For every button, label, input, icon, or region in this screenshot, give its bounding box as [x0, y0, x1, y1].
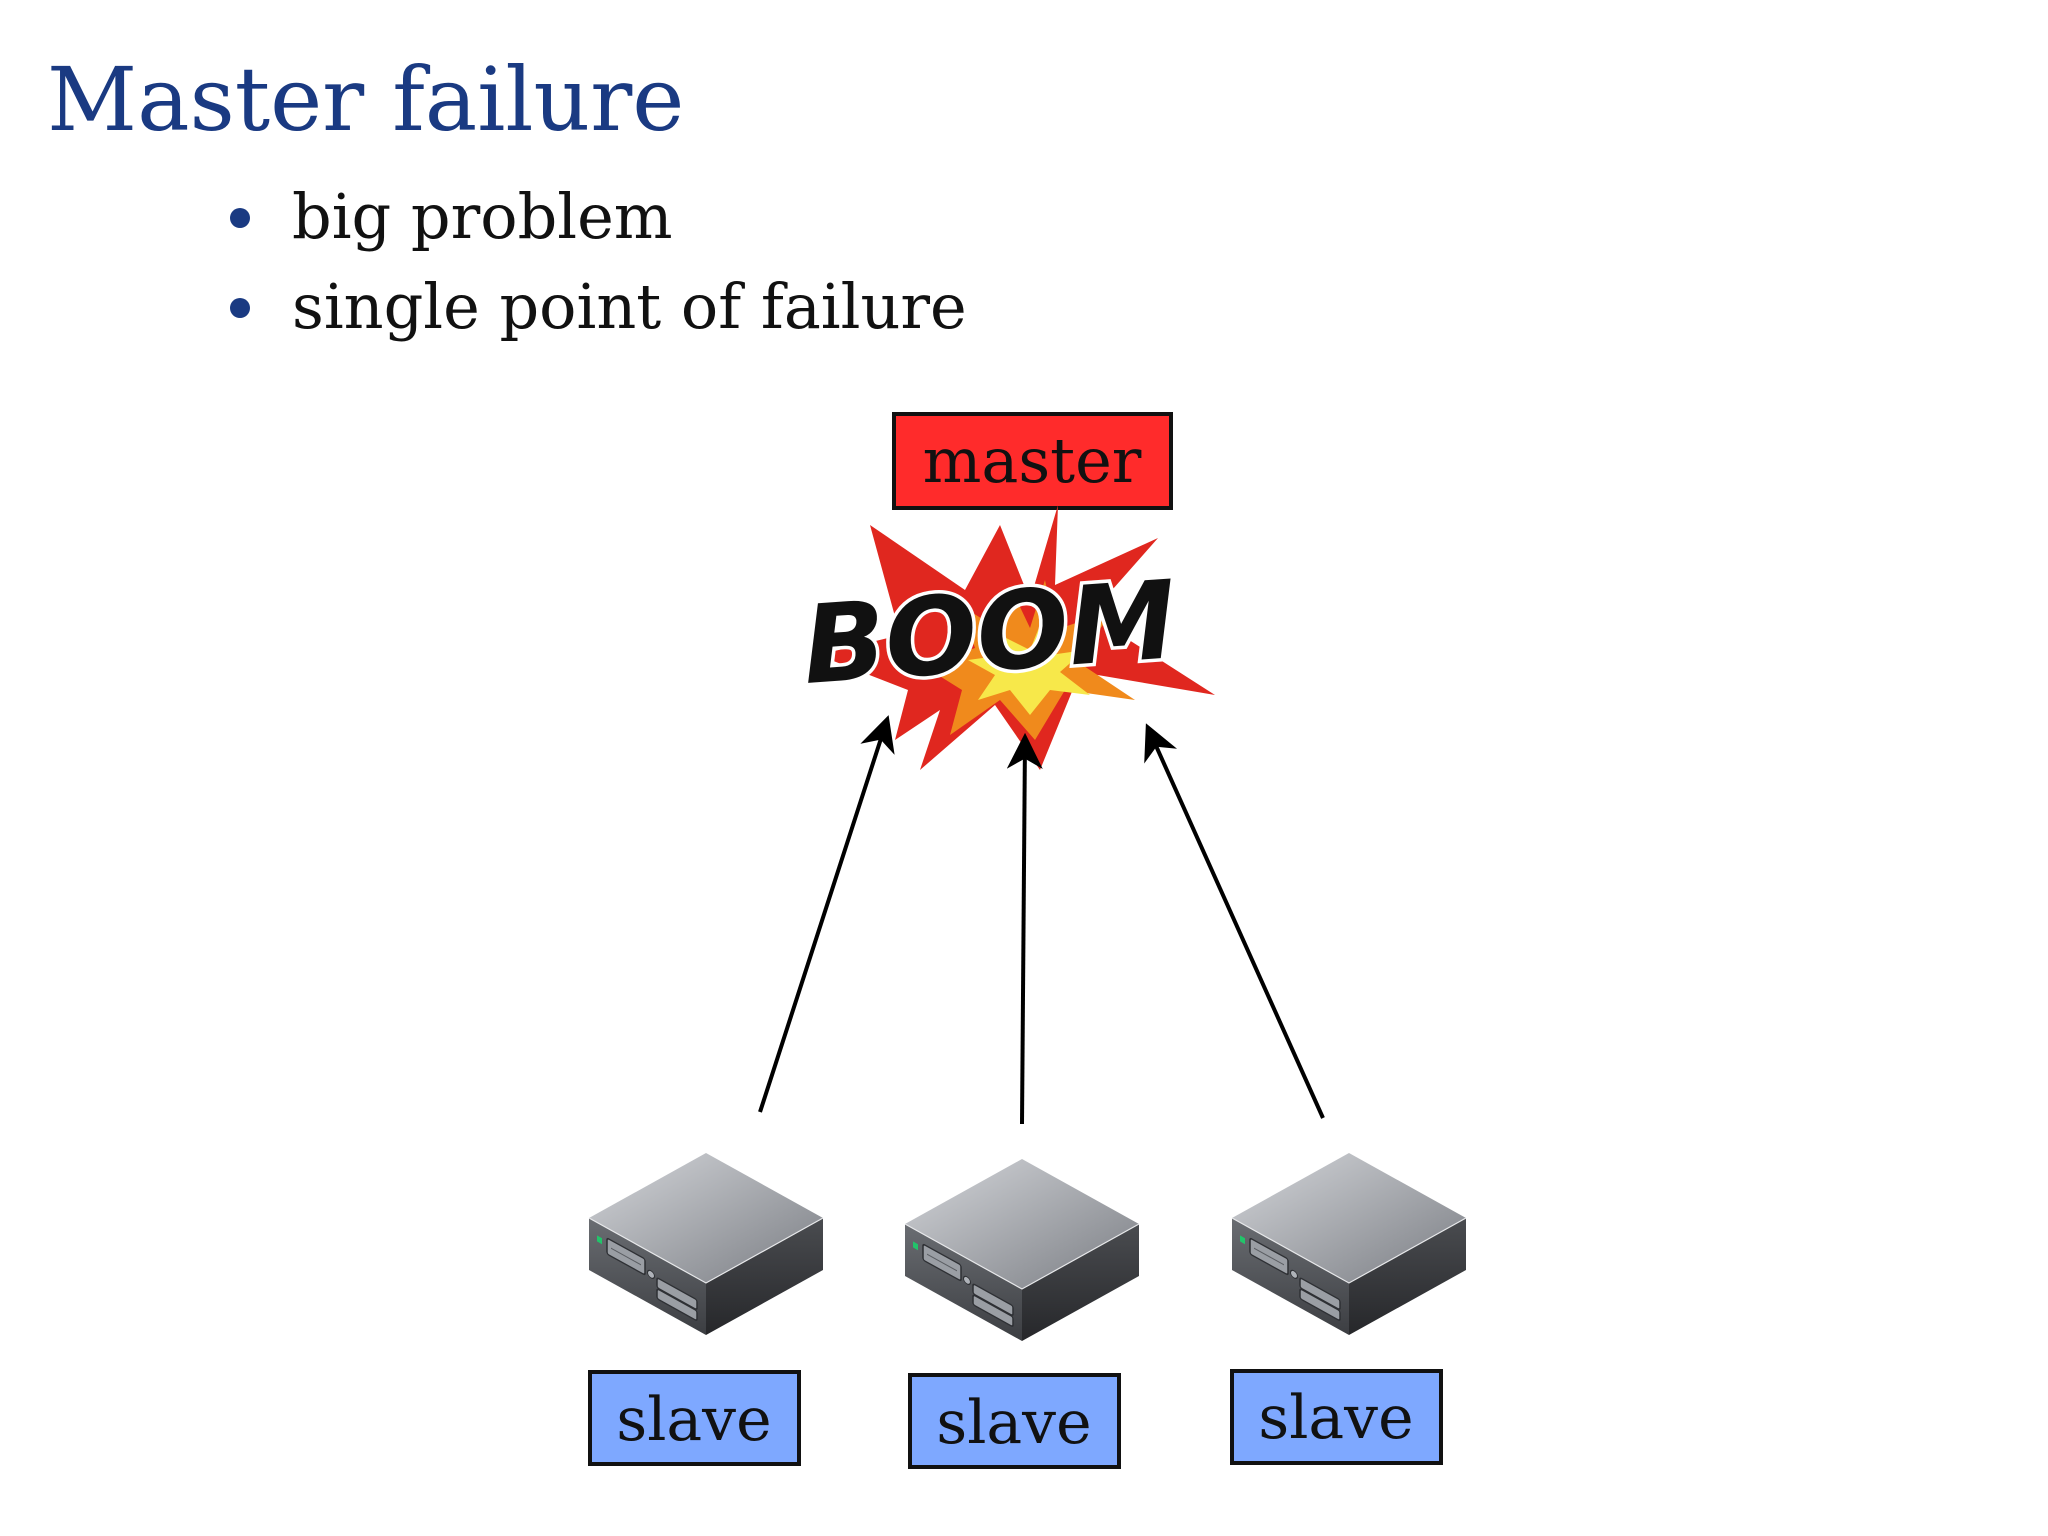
server-icon: [588, 1152, 824, 1336]
slave-label: slave: [616, 1385, 771, 1455]
bullet-item: big problem: [220, 172, 967, 262]
boom-text: BOOM: [799, 558, 1180, 709]
arrow-right: [1144, 723, 1325, 1119]
bullet-item: single point of failure: [220, 262, 967, 352]
slave-label: slave: [1258, 1383, 1413, 1453]
slave-node: slave: [1230, 1152, 1467, 1465]
arrows: [758, 715, 1325, 1125]
server-icon: [1231, 1152, 1467, 1336]
arrow-center: [1006, 732, 1043, 1125]
slave-node: slave: [904, 1158, 1140, 1469]
explosion-icon: BOOM: [795, 505, 1215, 770]
bullet-dot-icon: [230, 298, 250, 318]
master-node: master: [892, 412, 1173, 510]
bullet-dot-icon: [230, 208, 250, 228]
bullet-list: big problem single point of failure: [220, 172, 967, 352]
bullet-text: big problem: [292, 180, 673, 253]
master-label: master: [923, 424, 1142, 497]
slave-node: slave: [588, 1152, 824, 1466]
bullet-text: single point of failure: [292, 270, 967, 343]
slide-title: Master failure: [47, 48, 685, 151]
master-box: [892, 412, 1173, 510]
server-icon: [904, 1158, 1140, 1342]
slave-box: [908, 1373, 1121, 1469]
slave-box: [588, 1370, 801, 1466]
arrow-left: [758, 715, 895, 1113]
slave-label: slave: [936, 1388, 1091, 1458]
slave-box: [1230, 1369, 1443, 1465]
